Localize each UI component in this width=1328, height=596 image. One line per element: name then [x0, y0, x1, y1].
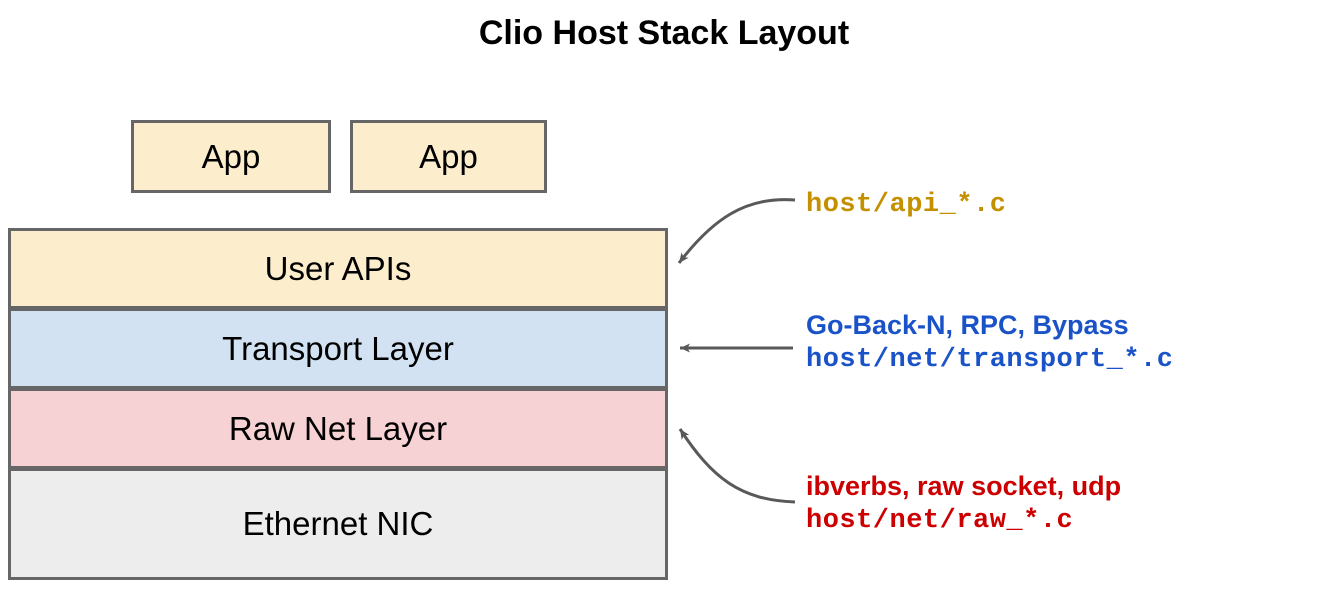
annotation-raw-net-layer-heading: ibverbs, raw socket, udp: [806, 471, 1122, 501]
annotation-transport-layer: Go-Back-N, RPC, Bypass host/net/transpor…: [806, 308, 1173, 378]
stack-layer-transport: Transport Layer: [8, 308, 668, 389]
stack-layer-raw-net: Raw Net Layer: [8, 388, 668, 469]
app-box-2-label: App: [419, 137, 478, 175]
stack-layer-user-apis: User APIs: [8, 228, 668, 309]
stack-layer-transport-label: Transport Layer: [222, 329, 454, 367]
stack-layer-user-apis-label: User APIs: [264, 249, 412, 287]
host-stack: User APIs Transport Layer Raw Net Layer …: [8, 228, 668, 580]
annotation-user-apis: host/api_*.c: [806, 187, 1006, 223]
stack-layer-ethernet-nic-label: Ethernet NIC: [242, 505, 434, 542]
annotation-transport-layer-path: host/net/transport_*.c: [806, 345, 1174, 375]
stack-layer-raw-net-label: Raw Net Layer: [228, 409, 448, 447]
annotation-transport-layer-heading: Go-Back-N, RPC, Bypass: [806, 310, 1129, 340]
app-box-2: App: [350, 120, 547, 193]
app-box-1: App: [131, 120, 331, 193]
annotation-user-apis-path: host/api_*.c: [806, 190, 1007, 220]
app-box-1-label: App: [201, 137, 261, 175]
stack-layer-ethernet-nic: Ethernet NIC: [8, 468, 668, 580]
annotation-raw-net-layer: ibverbs, raw socket, udp host/net/raw_*.…: [806, 469, 1121, 539]
page-title: Clio Host Stack Layout: [478, 14, 850, 52]
annotation-raw-net-layer-path: host/net/raw_*.c: [806, 506, 1074, 536]
arrow-to-user-apis: [677, 198, 796, 264]
arrow-to-raw-net-layer: [678, 428, 796, 504]
